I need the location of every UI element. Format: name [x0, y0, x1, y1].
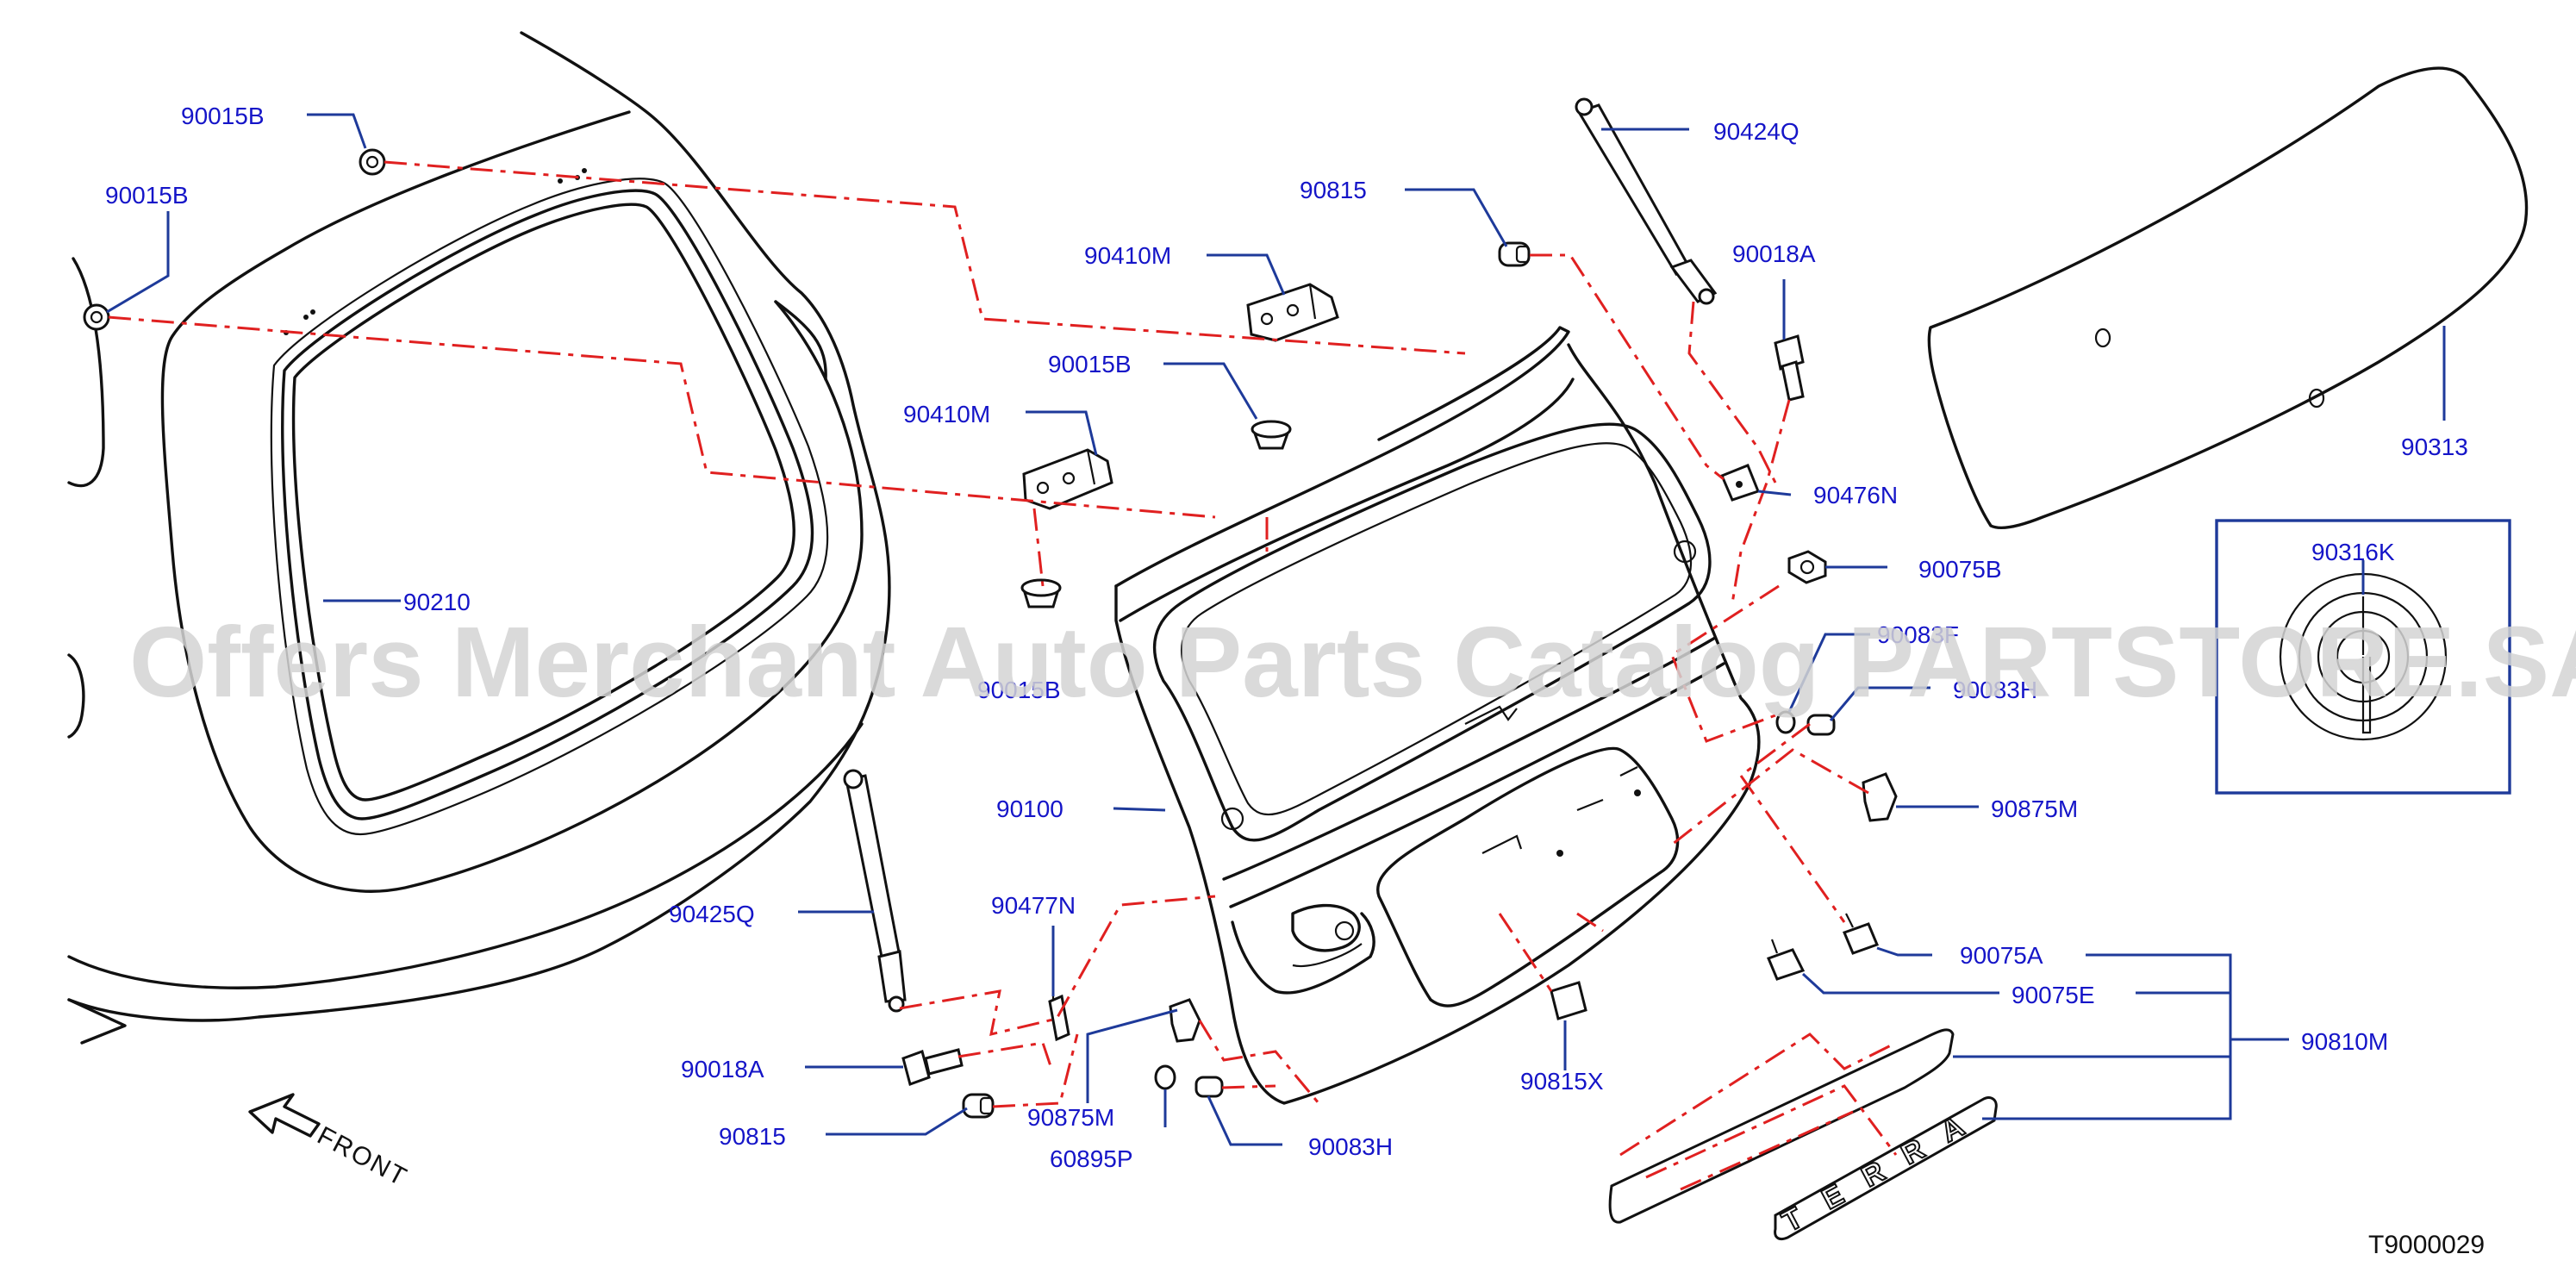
clip-90875M-b-icon	[1169, 998, 1201, 1043]
catalog-id: T9000029	[2368, 1231, 2485, 1259]
bolt-90018A-a-icon	[1774, 334, 1805, 402]
hinge-90410M-b-icon	[1022, 448, 1113, 510]
label-90875M-a: 90875M	[1991, 795, 2078, 822]
part-labels: 90015B 90015B 90210 90410M 90015B 90410M…	[105, 103, 2468, 1172]
gas-stay-90424Q-icon	[1575, 97, 1718, 305]
gas-stay-90425Q-icon	[843, 769, 907, 1013]
leader-lines	[106, 113, 2446, 1146]
watermark: Offers Merchant Auto Parts Catalog PARTS…	[129, 606, 2576, 718]
clip-90075E-icon	[1767, 939, 1806, 981]
cushion-90815-a-icon	[1498, 241, 1531, 267]
grommet-90015B-b-icon	[83, 303, 110, 331]
label-90083H-b: 90083H	[1308, 1133, 1393, 1160]
label-90313: 90313	[2401, 434, 2468, 460]
plug-60895P-icon	[1154, 1064, 1176, 1090]
nut-90075B-icon	[1787, 550, 1827, 584]
vehicle-body-outline	[67, 31, 891, 1045]
label-90015B-b: 90015B	[105, 182, 189, 209]
label-90425Q: 90425Q	[669, 901, 755, 927]
cover-90815X-icon	[1550, 981, 1587, 1020]
label-90210: 90210	[403, 589, 471, 615]
label-90100: 90100	[996, 795, 1063, 822]
grommet-90015B-c-icon	[1251, 420, 1292, 450]
label-90083F: 90083F	[1877, 621, 1959, 648]
label-90018A-b: 90018A	[681, 1056, 764, 1082]
bolt-90018A-b-icon	[901, 1048, 964, 1086]
back-door-glass-90313	[1927, 66, 2529, 529]
clip-90083F-icon	[1775, 710, 1796, 734]
label-90015B-a: 90015B	[181, 103, 265, 129]
front-arrow-icon	[248, 1093, 321, 1138]
grommet-90015B-d-icon	[1020, 578, 1062, 608]
label-90316K: 90316K	[2311, 539, 2395, 565]
label-90875M-b: 90875M	[1027, 1104, 1114, 1131]
label-90075E: 90075E	[2012, 982, 2095, 1008]
grommet-90015B-a-icon	[359, 148, 386, 176]
assembly-lines	[108, 160, 1898, 1191]
label-60895P: 60895P	[1050, 1145, 1133, 1172]
label-90075B: 90075B	[1918, 556, 2002, 583]
clip-90083H-b-icon	[1194, 1076, 1224, 1098]
clip-90875M-a-icon	[1862, 772, 1898, 822]
front-label: FRONT	[313, 1121, 413, 1192]
back-door-panel-90100	[1114, 326, 1761, 1105]
label-90410M-b: 90410M	[903, 401, 990, 427]
clip-90075A-icon	[1843, 913, 1879, 955]
clip-90083H-a-icon	[1806, 714, 1836, 736]
label-90410M-a: 90410M	[1084, 242, 1171, 269]
label-90015B-c: 90015B	[1048, 351, 1132, 377]
label-90015B-d: 90015B	[977, 677, 1061, 703]
label-90815-a: 90815	[1300, 177, 1367, 203]
label-90424Q: 90424Q	[1713, 118, 1799, 145]
bracket-90476N-icon	[1720, 464, 1760, 502]
label-90083H-a: 90083H	[1953, 677, 2037, 703]
label-90815-b: 90815	[719, 1123, 786, 1150]
hinge-90410M-a-icon	[1246, 283, 1339, 342]
label-90477N: 90477N	[991, 892, 1076, 919]
cushion-90815-b-icon	[962, 1093, 995, 1119]
weatherstrip-90210	[270, 178, 829, 836]
garnish-90810M	[1608, 1028, 1998, 1241]
label-90476N: 90476N	[1813, 482, 1898, 508]
label-90810M: 90810M	[2301, 1028, 2388, 1055]
label-90075A: 90075A	[1960, 942, 2043, 969]
label-90815X: 90815X	[1520, 1068, 1604, 1095]
label-90018A-a: 90018A	[1732, 240, 1816, 267]
